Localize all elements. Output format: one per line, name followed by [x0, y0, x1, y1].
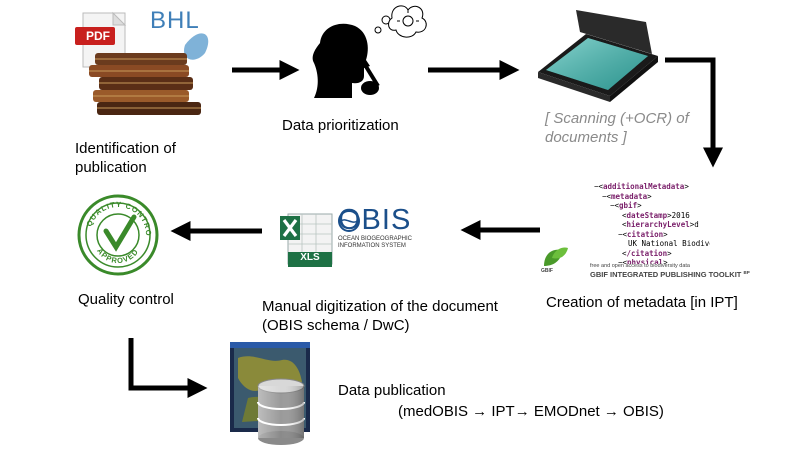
- scanner-icon: [538, 10, 658, 102]
- obis-logo-text: OBIS: [338, 204, 412, 236]
- gbif-tag: GBIF: [541, 268, 553, 274]
- xml-tag: physical: [627, 258, 664, 264]
- bhl-logo-text: BHL: [150, 7, 200, 34]
- quality-label: Quality control: [78, 291, 174, 308]
- thinking-person-icon: [312, 5, 427, 98]
- obis-subtitle-2: INFORMATION SYSTEM: [338, 243, 406, 249]
- identification-label: Identification of publication: [75, 140, 176, 176]
- xml-tag: metadata: [611, 191, 648, 201]
- xml-tag: citation: [627, 229, 664, 239]
- ipt-small-text: free and open access to biodiversity dat…: [590, 263, 690, 269]
- ipt-title-text: GBIF INTEGRATED PUBLISHING TOOLKIT: [590, 270, 742, 279]
- pdf-badge-label: PDF: [86, 29, 110, 43]
- metadata-label: Creation of metadata [in IPT]: [546, 294, 738, 311]
- xml-value: 2016: [671, 210, 690, 220]
- xml-tag: hierarchyLevel: [626, 220, 690, 229]
- xml-tag: additionalMetadata: [603, 182, 685, 191]
- xls-badge-label: XLS: [300, 252, 320, 263]
- digitization-label: Manual digitization of the document (OBI…: [262, 298, 498, 334]
- arrow-6: [128, 338, 208, 398]
- gbif-leaf-icon: [544, 247, 568, 266]
- books-pdf-icon: [75, 11, 209, 115]
- xml-tag: dateStamp: [626, 210, 668, 220]
- xml-tag: /citation: [626, 248, 668, 258]
- map-and-database-icon: [230, 342, 310, 445]
- obis-subtitle-1: OCEAN BIOGEOGRAPHIC: [338, 236, 413, 242]
- xml-tag: gbif: [619, 201, 638, 210]
- scanning-label: [ Scanning (+OCR) of documents ]: [545, 110, 689, 146]
- publication-chain: (medOBIS → IPT→ EMODnet → OBIS): [398, 403, 664, 420]
- quality-control-stamp-icon: QUALITY CONTROL APPROVED: [73, 186, 159, 276]
- obis-globe-icon: [338, 210, 360, 232]
- xml-metadata-snippet: −<additionalMetadata> −<metadata> −<gbif…: [594, 182, 710, 264]
- excel-xls-icon: [280, 213, 333, 267]
- prioritization-label: Data prioritization: [282, 117, 399, 134]
- xml-value: UK National Biodive: [628, 239, 710, 248]
- ipt-suffix: BP: [743, 270, 750, 275]
- publication-label: Data publication: [338, 382, 446, 399]
- xml-value: d: [694, 220, 699, 229]
- arrow-3: [665, 57, 723, 168]
- ipt-title: GBIF INTEGRATED PUBLISHING TOOLKIT BP: [590, 270, 750, 279]
